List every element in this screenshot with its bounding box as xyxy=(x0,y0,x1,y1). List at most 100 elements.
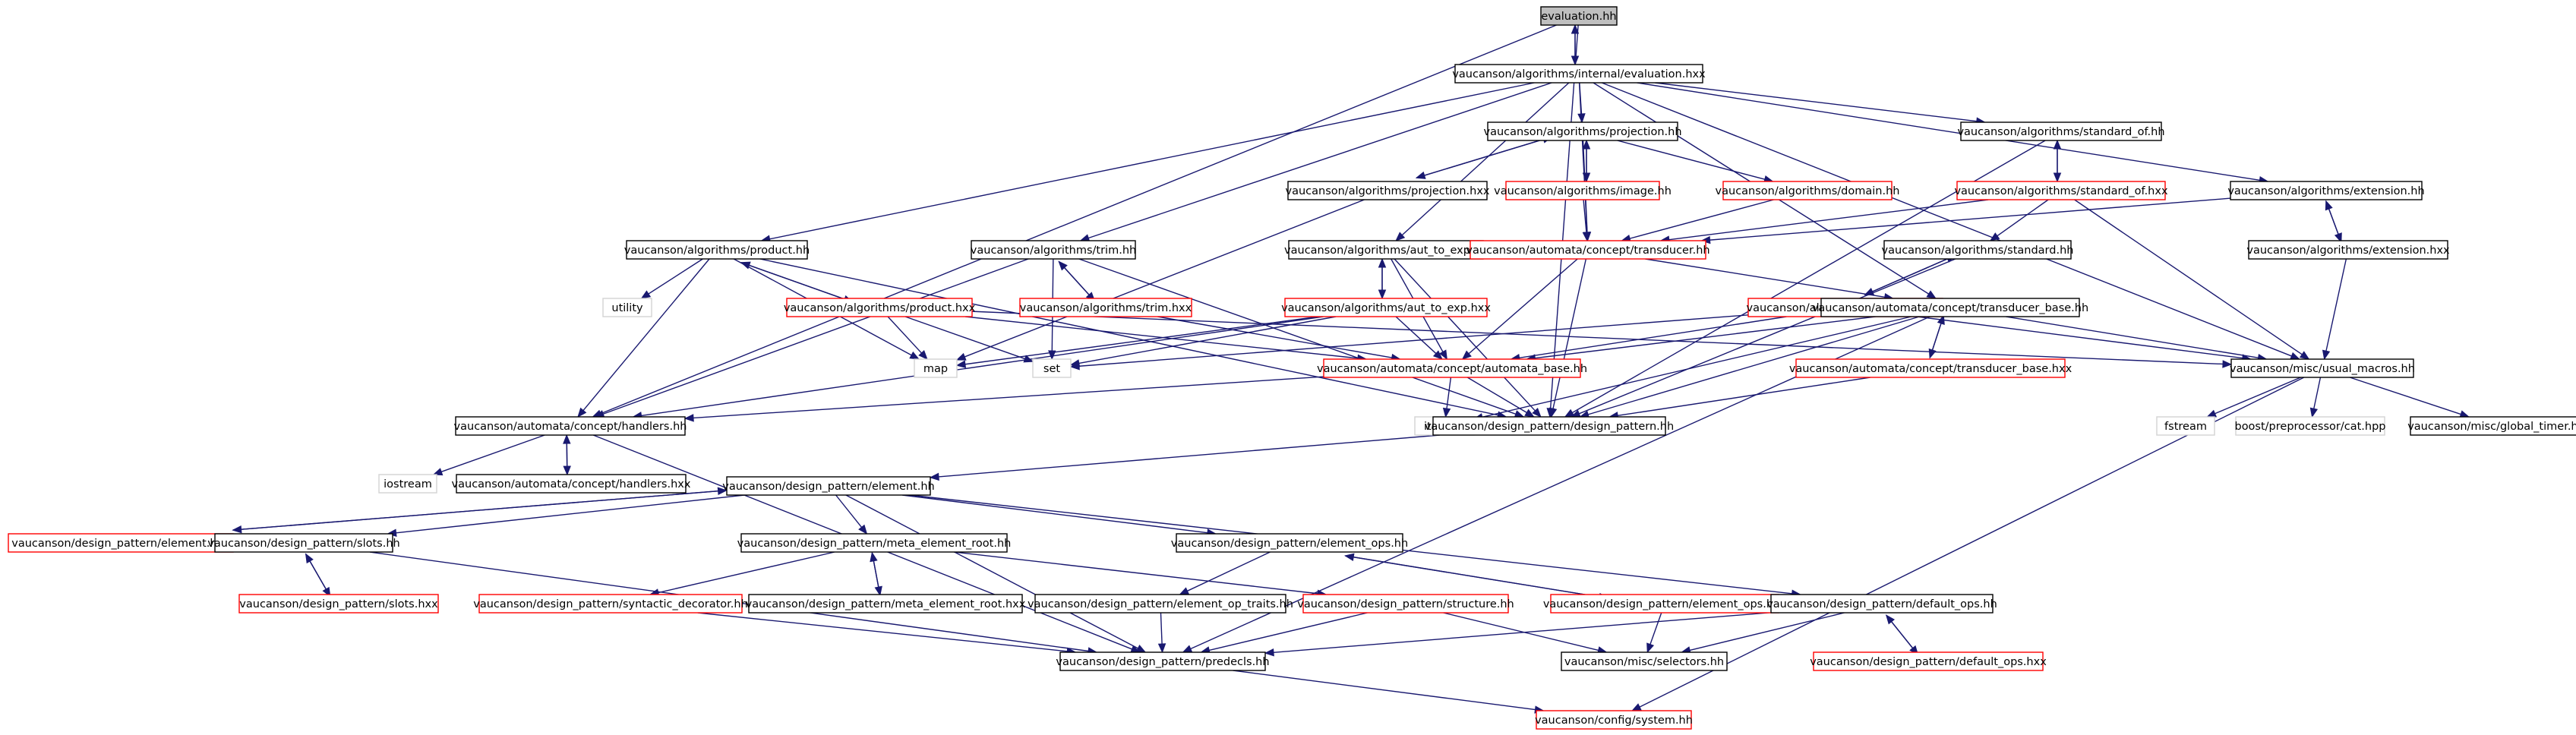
node-vaucanson-automata-concept-automata-base-hh[interactable]: vaucanson/automata/concept/automata_base… xyxy=(1317,358,1587,378)
edge-line xyxy=(1160,612,1163,645)
edge-line xyxy=(1549,24,1579,409)
node-vaucanson-misc-global-timer-hh[interactable]: vaucanson/misc/global_timer.hh xyxy=(2407,416,2576,436)
edge-line xyxy=(1689,612,1845,651)
arrowhead xyxy=(955,352,967,361)
node-vaucanson-algorithms-trim-hh[interactable]: vaucanson/algorithms/trim.hh xyxy=(971,240,1136,260)
edge-line xyxy=(309,560,331,597)
node-vaucanson-design-pattern-structure-hh[interactable]: vaucanson/design_pattern/structure.hh xyxy=(1297,594,1514,614)
node-set[interactable]: set xyxy=(1032,358,1072,378)
edge-line xyxy=(964,316,1319,365)
node-box xyxy=(602,298,652,317)
node-box xyxy=(2235,416,2385,436)
node-label: vaucanson/algorithms/aut_to_exp.hxx xyxy=(1281,302,1491,314)
node-vaucanson-algorithms-projection-hh[interactable]: vaucanson/algorithms/projection.hh xyxy=(1483,121,1682,141)
node-box xyxy=(1176,533,1403,553)
node-vaucanson-algorithms-standard-of-hh[interactable]: vaucanson/algorithms/standard_of.hh xyxy=(1957,121,2165,141)
edge-line xyxy=(1864,258,1948,296)
node-label: boost/preprocessor/cat.hpp xyxy=(2234,421,2385,433)
node-vaucanson-design-pattern-default-ops-hxx[interactable]: vaucanson/design_pattern/default_ops.hxx xyxy=(1810,651,2047,671)
edge-a2e_hh-to-dp_hh xyxy=(1394,258,1542,418)
edge-line xyxy=(1552,258,1587,409)
node-label: vaucanson/algorithms/standard_of.hxx xyxy=(1954,185,2167,197)
arrowhead xyxy=(1023,355,1034,363)
node-box xyxy=(1019,298,1192,317)
edge-line xyxy=(1668,199,1989,241)
node-vaucanson-algorithms-image-hh[interactable]: vaucanson/algorithms/image.hh xyxy=(1494,181,1672,200)
node-vaucanson-config-system-hh[interactable]: vaucanson/config/system.hh xyxy=(1535,710,1693,730)
node-box xyxy=(1820,298,2080,317)
arrowhead xyxy=(1524,409,1535,418)
node-label: vaucanson/algorithms/trim.hh xyxy=(971,244,1136,257)
node-vaucanson-design-pattern-element-hh[interactable]: vaucanson/design_pattern/element.hh xyxy=(722,476,935,496)
node-label: vaucanson/design_pattern/element_ops.hh xyxy=(1171,538,1408,550)
node-vaucanson-design-pattern-syntactic-decorator-hh[interactable]: vaucanson/design_pattern/syntactic_decor… xyxy=(473,594,748,614)
node-fstream[interactable]: fstream xyxy=(2156,416,2215,436)
node-boost-preprocessor-cat-hpp[interactable]: boost/preprocessor/cat.hpp xyxy=(2234,416,2386,436)
node-vaucanson-algorithms-standard-of-hxx[interactable]: vaucanson/algorithms/standard_of.hxx xyxy=(1954,181,2168,200)
edge-line xyxy=(1602,82,2292,357)
node-map[interactable]: map xyxy=(914,358,958,378)
node-vaucanson-design-pattern-slots-hxx[interactable]: vaucanson/design_pattern/slots.hxx xyxy=(238,594,439,614)
node-vaucanson-algorithms-extension-hxx[interactable]: vaucanson/algorithms/extension.hxx xyxy=(2246,240,2450,260)
edge-line xyxy=(749,264,853,303)
edge-struct_hh-to-sel_hh xyxy=(1443,612,1608,655)
node-label: vaucanson/design_pattern/structure.hh xyxy=(1297,598,1514,610)
node-vaucanson-design-pattern-element-ops-hh[interactable]: vaucanson/design_pattern/element_ops.hh xyxy=(1171,533,1408,553)
node-vaucanson-design-pattern-design-pattern-hh[interactable]: vaucanson/design_pattern/design_pattern.… xyxy=(1425,416,1674,436)
edge-line xyxy=(232,490,718,531)
node-vaucanson-misc-selectors-hh[interactable]: vaucanson/misc/selectors.hh xyxy=(1561,651,1728,671)
node-vaucanson-algorithms-product-hh[interactable]: vaucanson/algorithms/product.hh xyxy=(624,240,810,260)
node-vaucanson-algorithms-trim-hxx[interactable]: vaucanson/algorithms/trim.hxx xyxy=(1019,298,1192,317)
arrowhead xyxy=(2309,407,2319,418)
node-label: vaucanson/misc/global_timer.hh xyxy=(2407,421,2576,433)
node-vaucanson-automata-concept-handlers-hh[interactable]: vaucanson/automata/concept/handlers.hh xyxy=(454,416,687,436)
arrowhead xyxy=(432,468,444,476)
node-vaucanson-algorithms-internal-evaluation-hxx[interactable]: vaucanson/algorithms/internal/evaluation… xyxy=(1452,64,1706,84)
node-utility[interactable]: utility xyxy=(602,298,652,317)
node-vaucanson-algorithms-domain-hh[interactable]: vaucanson/algorithms/domain.hh xyxy=(1716,181,1900,200)
node-vaucanson-automata-concept-handlers-hxx[interactable]: vaucanson/automata/concept/handlers.hxx xyxy=(452,474,691,494)
node-vaucanson-algorithms-aut-to-exp-hh[interactable]: vaucanson/algorithms/aut_to_exp.hh xyxy=(1284,240,1488,260)
node-vaucanson-algorithms-standard-hh[interactable]: vaucanson/algorithms/standard.hh xyxy=(1882,240,2074,260)
arrowhead xyxy=(909,351,920,360)
node-label: vaucanson/algorithms/image.hh xyxy=(1494,185,1672,197)
node-vaucanson-automata-concept-transducer-hh[interactable]: vaucanson/automata/concept/transducer.hh xyxy=(1466,240,1710,260)
node-box xyxy=(1883,240,2072,260)
node-iostream[interactable]: iostream xyxy=(378,474,437,494)
node-vaucanson-design-pattern-meta-element-root-hxx[interactable]: vaucanson/design_pattern/meta_element_ro… xyxy=(746,594,1026,614)
node-vaucanson-algorithms-extension-hh[interactable]: vaucanson/algorithms/extension.hh xyxy=(2227,181,2425,200)
node-label: vaucanson/algorithms/extension.hh xyxy=(2227,185,2424,197)
node-vaucanson-design-pattern-element-ops-hxx[interactable]: vaucanson/design_pattern/element_ops.hxx xyxy=(1543,594,1787,614)
node-box xyxy=(1470,240,1706,260)
edge-line xyxy=(1997,199,2049,237)
node-box xyxy=(626,240,808,260)
node-vaucanson-design-pattern-slots-hh[interactable]: vaucanson/design_pattern/slots.hh xyxy=(207,533,400,553)
node-vaucanson-design-pattern-default-ops-hh[interactable]: vaucanson/design_pattern/default_ops.hh xyxy=(1766,594,1997,614)
node-vaucanson-automata-concept-transducer-base-hxx[interactable]: vaucanson/automata/concept/transducer_ba… xyxy=(1789,358,2072,378)
edge-line xyxy=(904,316,1025,360)
node-box xyxy=(456,474,687,494)
node-vaucanson-algorithms-projection-hxx[interactable]: vaucanson/algorithms/projection.hxx xyxy=(1285,181,1490,200)
edge-line xyxy=(1233,670,1536,711)
node-box xyxy=(1813,651,2044,671)
node-vaucanson-algorithms-aut-to-exp-hxx[interactable]: vaucanson/algorithms/aut_to_exp.hxx xyxy=(1281,298,1491,317)
node-vaucanson-design-pattern-element-op-traits-hh[interactable]: vaucanson/design_pattern/element_op_trai… xyxy=(1028,594,1293,614)
arrowhead xyxy=(1926,290,1937,299)
node-vaucanson-design-pattern-predecls-hh[interactable]: vaucanson/design_pattern/predecls.hh xyxy=(1056,651,1270,671)
node-vaucanson-algorithms-product-hxx[interactable]: vaucanson/algorithms/product.hxx xyxy=(784,298,976,317)
edge-line xyxy=(1466,377,1527,413)
node-label: vaucanson/design_pattern/design_pattern.… xyxy=(1425,421,1674,433)
node-box xyxy=(914,358,958,378)
node-evaluation-hh[interactable]: evaluation.hh xyxy=(1540,6,1618,26)
edge-line xyxy=(759,258,1498,416)
node-box xyxy=(1059,651,1266,671)
arrowhead xyxy=(1631,703,1642,711)
node-vaucanson-design-pattern-element-hxx[interactable]: vaucanson/design_pattern/element.hxx xyxy=(8,533,234,553)
edge-ab_hh-to-iterator xyxy=(1442,377,1452,418)
node-label: vaucanson/algorithms/product.hxx xyxy=(784,302,976,314)
node-label: vaucanson/algorithms/trim.hxx xyxy=(1020,302,1192,314)
edge-mer_hh-to-syn_hh xyxy=(649,551,835,597)
node-vaucanson-misc-usual-macros-hh[interactable]: vaucanson/misc/usual_macros.hh xyxy=(2230,358,2415,378)
node-vaucanson-automata-concept-transducer-base-hh[interactable]: vaucanson/automata/concept/transducer_ba… xyxy=(1812,298,2088,317)
node-vaucanson-design-pattern-meta-element-root-hh[interactable]: vaucanson/design_pattern/meta_element_ro… xyxy=(737,533,1012,553)
